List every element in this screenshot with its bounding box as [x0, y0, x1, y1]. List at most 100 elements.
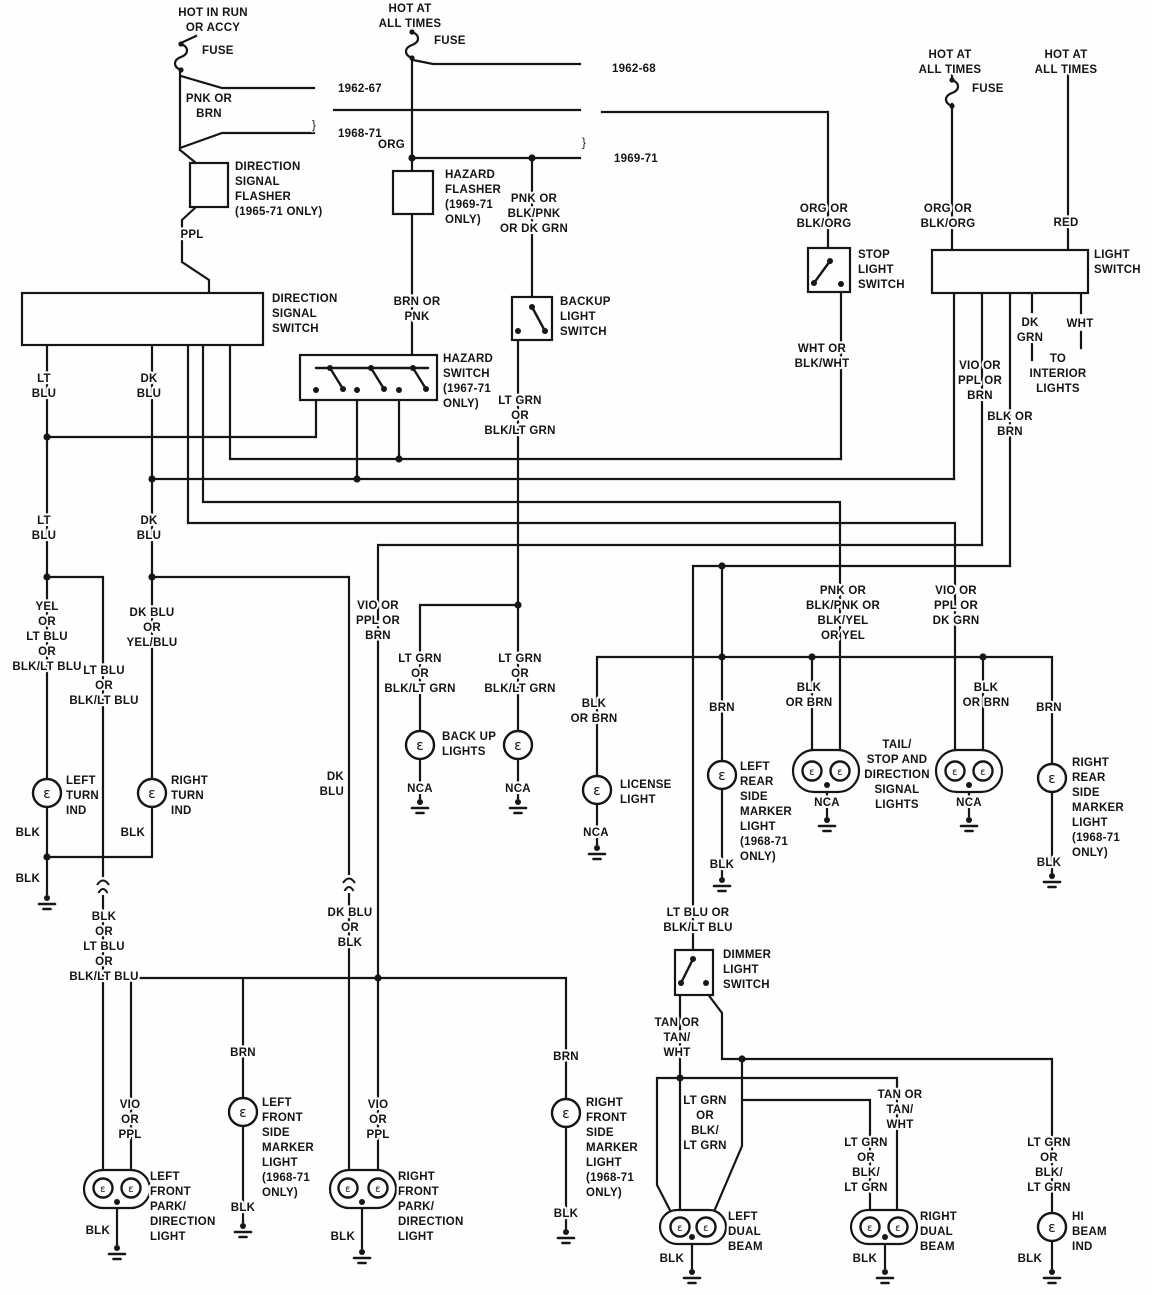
junction-dot: [718, 562, 726, 570]
bulb-icon: [829, 760, 851, 782]
bulb-icon: ε: [404, 729, 436, 761]
ground-icon: [875, 1269, 895, 1285]
switch-boxes: [20, 161, 1090, 997]
junction-dot: [738, 1055, 746, 1063]
label-blk-left-turn: BLK: [16, 827, 41, 839]
contact-dot: [368, 365, 374, 371]
bulb-icon: ε: [227, 1096, 259, 1128]
bulb-icon: [859, 1216, 881, 1238]
ground-icon: [682, 1269, 702, 1285]
ground-icon: [107, 1245, 127, 1261]
contact-dot: [410, 365, 416, 371]
junction-dot: [408, 154, 416, 162]
svg-text:ε: ε: [345, 1184, 351, 1195]
backup-switch-arm: [530, 305, 547, 333]
label-blk-right-dual: BLK: [853, 1253, 878, 1265]
svg-text:ε: ε: [593, 783, 601, 799]
label-wht: WHT: [1067, 318, 1094, 330]
bulb-icon: [972, 760, 994, 782]
svg-text:ε: ε: [148, 786, 156, 802]
label-brn-left-front-marker: BRN: [230, 1047, 256, 1059]
junction-dot: [43, 573, 51, 581]
stop-switch-arm: [812, 259, 832, 285]
label-blk-left-rear-marker: BLK: [710, 859, 735, 871]
ground-icon: [508, 799, 528, 815]
bulb-icon: ε: [581, 774, 613, 806]
contact-dot: [396, 387, 402, 393]
svg-text:ε: ε: [43, 786, 51, 802]
label-nca-backup-1: NCA: [407, 783, 433, 795]
direction-signal-switch-box: [20, 291, 265, 347]
svg-text:ε: ε: [514, 738, 522, 754]
bulb-icon: ε: [1036, 1211, 1068, 1243]
junction-dot: [979, 653, 987, 661]
ground-icon: [587, 845, 607, 861]
label-nca-tail-2: NCA: [956, 797, 982, 809]
wires: [45, 34, 1083, 1270]
junction-dot: [514, 601, 522, 609]
contact-dot: [354, 387, 360, 393]
label-range-1968-71: 1968-71: [338, 128, 382, 140]
bulb-icon: ε: [706, 759, 738, 791]
ground-icon: [959, 817, 979, 833]
label-blk-hi-beam: BLK: [1018, 1253, 1043, 1265]
junction-dot: [808, 653, 816, 661]
junction-dot: [148, 475, 156, 483]
contact-dot: [827, 258, 833, 264]
bulb-icon: [337, 1177, 359, 1199]
label-range-1962-67: 1962-67: [338, 83, 382, 95]
label-blk-right-front-marker: BLK: [554, 1208, 579, 1220]
contact-dot: [882, 1234, 888, 1240]
svg-text:ε: ε: [375, 1184, 381, 1195]
bulb-icon: [367, 1177, 389, 1199]
svg-text:ε: ε: [128, 1184, 134, 1195]
label-blk-right-front-park: BLK: [331, 1231, 356, 1243]
svg-text:ε: ε: [1048, 771, 1056, 787]
label-brn-left-rear-marker: BRN: [709, 702, 735, 714]
bulb-icon: [120, 1177, 142, 1199]
wire-break-icon: [96, 877, 110, 895]
bulb-icon: ε: [502, 729, 534, 761]
ground-icon: [817, 817, 837, 833]
contact-dot: [515, 328, 521, 334]
label-brace-1962-68: }: [582, 137, 586, 149]
contact-dot: [359, 1199, 365, 1205]
svg-text:ε: ε: [718, 768, 726, 784]
junction-dot: [528, 154, 536, 162]
junction-dot: [43, 853, 51, 861]
bulb-icon: [801, 760, 823, 782]
ground-icon: [712, 877, 732, 893]
contact-dot: [824, 782, 830, 788]
